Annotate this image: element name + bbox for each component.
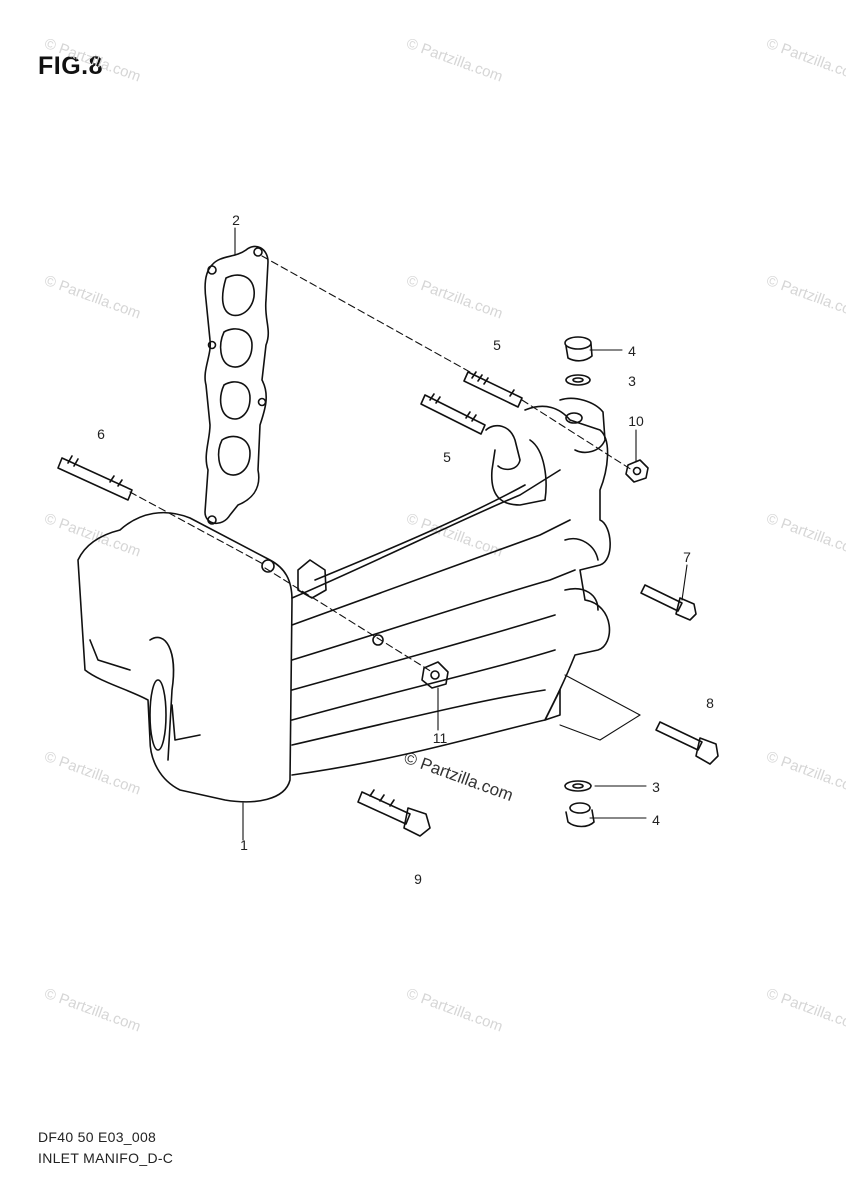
figure-title: FIG.8 (38, 52, 104, 80)
callout-6: 6 (97, 426, 105, 442)
figure-name: INLET MANIFO_D-C (38, 1150, 174, 1166)
callout-10: 10 (628, 413, 644, 429)
callout-5-upper: 5 (493, 337, 501, 353)
callout-5-lower: 5 (443, 449, 451, 465)
stud-bolts (57, 371, 523, 501)
alignment-lines (129, 255, 633, 673)
plugs-washers (564, 336, 595, 828)
callout-4-upper: 4 (628, 343, 636, 359)
nuts (421, 459, 649, 689)
callout-3-lower: 3 (652, 779, 660, 795)
leader-lines (234, 227, 688, 841)
callout-4-lower: 4 (652, 812, 660, 828)
figure-code: DF40 50 E03_008 (38, 1129, 157, 1145)
callout-3-upper: 3 (628, 373, 636, 389)
callout-11: 11 (432, 730, 448, 746)
manifold-body (77, 397, 611, 803)
callout-9: 9 (414, 871, 422, 887)
gasket-part (204, 245, 270, 525)
callout-2: 2 (232, 212, 240, 228)
callout-7: 7 (683, 549, 691, 565)
bolts (357, 584, 719, 837)
callout-1: 1 (240, 837, 248, 853)
callout-8: 8 (706, 695, 714, 711)
